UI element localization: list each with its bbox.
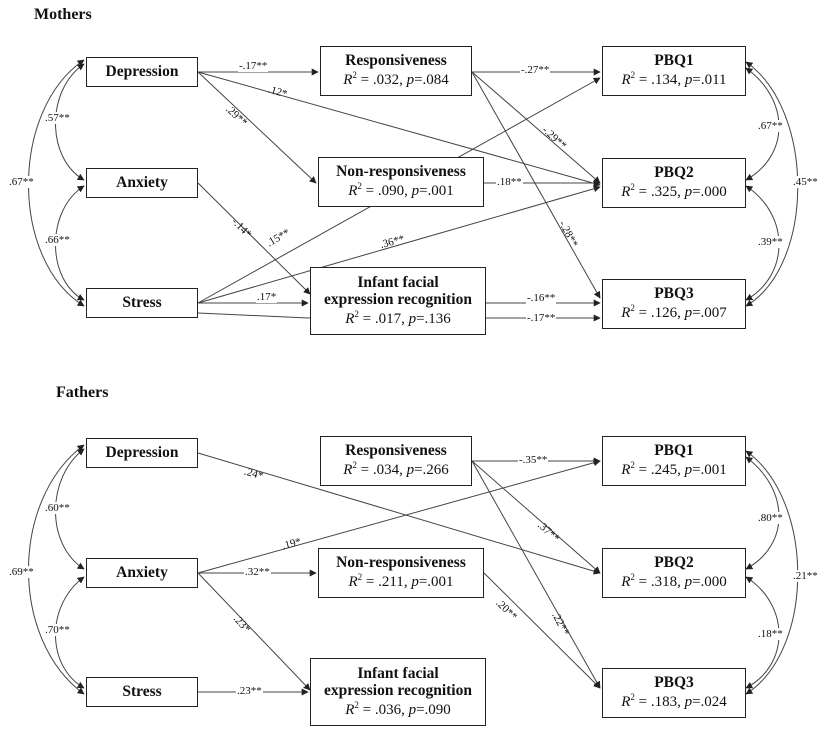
m-pbq3-label: PBQ3 bbox=[654, 285, 694, 303]
m-coef-dep-resp: -.17** bbox=[238, 60, 269, 72]
f-pbq3-label: PBQ3 bbox=[654, 674, 694, 692]
m-path-anx-infant bbox=[197, 182, 311, 295]
f-responsiveness-label: Responsiveness bbox=[345, 442, 447, 460]
m-path-resp-pbq2 bbox=[471, 71, 601, 184]
f-anxiety-label: Anxiety bbox=[116, 564, 168, 582]
f-pbq2-box: PBQ2 R2 = .318, p=.000 bbox=[602, 548, 746, 598]
f-coef-str-infant: .23** bbox=[236, 685, 263, 697]
f-cov-label-pbq2-pbq3: .18** bbox=[757, 628, 784, 640]
m-depression-box: Depression bbox=[86, 57, 198, 87]
f-path-anx-pbq1 bbox=[197, 459, 601, 574]
m-coef-nonresp-pbq2: .18** bbox=[496, 176, 523, 188]
m-responsiveness-label: Responsiveness bbox=[345, 52, 447, 70]
m-path-str-pbq3 bbox=[197, 312, 601, 322]
m-pbq3-stats: R2 = .126, p=.007 bbox=[621, 303, 727, 322]
f-path-resp-pbq2 bbox=[471, 460, 601, 574]
f-nonresponsiveness-label: Non-responsiveness bbox=[336, 554, 466, 572]
f-responsiveness-box: Responsiveness R2 = .034, p=.266 bbox=[320, 436, 472, 486]
m-infant-label-2: expression recognition bbox=[324, 291, 472, 309]
f-coef-resp-pbq1: -.35** bbox=[518, 454, 549, 466]
m-pbq1-label: PBQ1 bbox=[654, 52, 694, 70]
m-cov-label-dep-str: .67** bbox=[8, 176, 35, 188]
m-coef-str-pbq3: -.17** bbox=[526, 312, 557, 324]
f-cov-label-pbq1-pbq2: .80** bbox=[757, 512, 784, 524]
m-infant-label-1: Infant facial bbox=[357, 273, 439, 291]
m-cov-dep-str bbox=[28, 59, 85, 307]
f-path-anx-infant bbox=[197, 572, 311, 691]
m-anxiety-label: Anxiety bbox=[116, 174, 168, 192]
m-path-str-pbq2 bbox=[197, 185, 601, 304]
m-cov-label-pbq1-pbq2: .67** bbox=[757, 120, 784, 132]
f-anxiety-box: Anxiety bbox=[86, 558, 198, 588]
f-path-nonresp-pbq3 bbox=[483, 572, 601, 689]
f-infant-label-2: expression recognition bbox=[324, 682, 472, 700]
m-pbq2-stats: R2 = .325, p=.000 bbox=[621, 182, 727, 201]
f-path-resp-pbq3 bbox=[471, 460, 601, 689]
m-pbq3-box: PBQ3 R2 = .126, p=.007 bbox=[602, 279, 746, 329]
m-coef-resp-pbq1: -.27** bbox=[520, 64, 551, 76]
f-cov-dep-str bbox=[28, 444, 85, 695]
m-depression-label: Depression bbox=[105, 63, 179, 81]
m-infant-stats: R2 = .017, p=.136 bbox=[345, 309, 451, 328]
m-responsiveness-stats: R2 = .032, p=.084 bbox=[343, 70, 449, 89]
m-cov-label-pbq1-pbq3: .45** bbox=[792, 176, 819, 188]
m-nonresponsiveness-stats: R2 = .090, p=.001 bbox=[348, 181, 454, 200]
f-pbq3-box: PBQ3 R2 = .183, p=.024 bbox=[602, 668, 746, 718]
f-pbq1-stats: R2 = .245, p=.001 bbox=[621, 460, 727, 479]
m-path-dep-nonresp bbox=[197, 71, 317, 184]
f-cov-label-pbq1-pbq3: .21** bbox=[792, 570, 819, 582]
f-infant-stats: R2 = .036, p=.090 bbox=[345, 700, 451, 719]
f-cov-label-dep-str: .69** bbox=[8, 566, 35, 578]
f-depression-label: Depression bbox=[105, 444, 179, 462]
m-coef-str-infant: .17* bbox=[256, 291, 278, 303]
m-stress-label: Stress bbox=[122, 294, 162, 312]
m-pbq2-label: PBQ2 bbox=[654, 164, 694, 182]
f-infant-box: Infant facial expression recognition R2 … bbox=[310, 658, 486, 726]
f-infant-label-1: Infant facial bbox=[357, 664, 439, 682]
f-nonresponsiveness-box: Non-responsiveness R2 = .211, p=.001 bbox=[318, 548, 484, 598]
m-pbq1-box: PBQ1 R2 = .134, p=.011 bbox=[602, 46, 746, 96]
m-pbq2-box: PBQ2 R2 = .325, p=.000 bbox=[602, 158, 746, 208]
f-stress-box: Stress bbox=[86, 677, 198, 707]
f-path-dep-pbq2 bbox=[197, 452, 601, 575]
f-cov-label-dep-anx: .60** bbox=[44, 502, 71, 514]
m-infant-box: Infant facial expression recognition R2 … bbox=[310, 267, 486, 335]
f-coef-anx-nonresp: .32** bbox=[244, 566, 271, 578]
f-pbq2-label: PBQ2 bbox=[654, 554, 694, 572]
f-pbq1-box: PBQ1 R2 = .245, p=.001 bbox=[602, 436, 746, 486]
m-nonresponsiveness-label: Non-responsiveness bbox=[336, 163, 466, 181]
m-cov-label-pbq2-pbq3: .39** bbox=[757, 236, 784, 248]
mothers-title: Mothers bbox=[34, 6, 92, 23]
f-depression-box: Depression bbox=[86, 438, 198, 468]
f-nonresponsiveness-stats: R2 = .211, p=.001 bbox=[348, 572, 454, 591]
f-pbq3-stats: R2 = .183, p=.024 bbox=[621, 692, 727, 711]
f-pbq1-label: PBQ1 bbox=[654, 442, 694, 460]
m-path-resp-pbq3 bbox=[471, 71, 601, 299]
fathers-title: Fathers bbox=[56, 384, 109, 401]
m-coef-infant-pbq3: -.16** bbox=[526, 292, 557, 304]
m-cov-label-anx-str: .66** bbox=[44, 234, 71, 246]
m-anxiety-box: Anxiety bbox=[86, 168, 198, 198]
f-cov-label-anx-str: .70** bbox=[44, 624, 71, 636]
m-cov-label-dep-anx: .57** bbox=[44, 112, 71, 124]
f-stress-label: Stress bbox=[122, 683, 162, 701]
m-path-dep-pbq2 bbox=[197, 71, 601, 187]
m-pbq1-stats: R2 = .134, p=.011 bbox=[621, 70, 727, 89]
m-stress-box: Stress bbox=[86, 288, 198, 318]
f-responsiveness-stats: R2 = .034, p=.266 bbox=[343, 460, 449, 479]
f-pbq2-stats: R2 = .318, p=.000 bbox=[621, 572, 727, 591]
m-responsiveness-box: Responsiveness R2 = .032, p=.084 bbox=[320, 46, 472, 96]
m-nonresponsiveness-box: Non-responsiveness R2 = .090, p=.001 bbox=[318, 157, 484, 207]
